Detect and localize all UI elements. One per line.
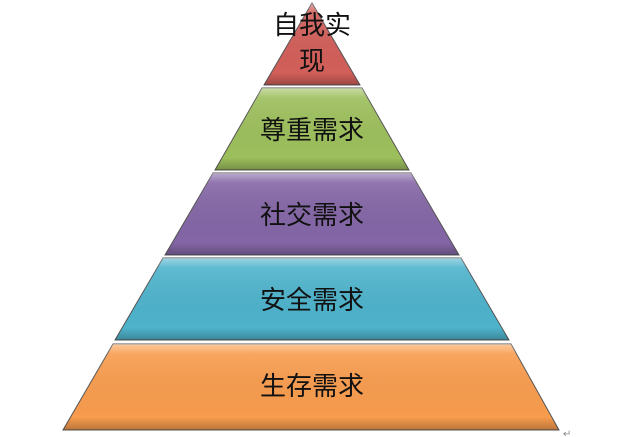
pyramid-level-esteem: 尊重需求 — [214, 87, 410, 171]
level-label-safety: 安全需求 — [260, 286, 364, 316]
level-label-self-actualization-line1: 自我实 — [273, 11, 351, 41]
pyramid-level-self-actualization: 自我实 现 — [263, 2, 361, 86]
pyramid-level-survival: 生存需求 — [62, 343, 560, 431]
level-label-survival: 生存需求 — [260, 372, 364, 402]
level-label-self-actualization-line2: 现 — [299, 47, 325, 77]
pyramid-level-safety: 安全需求 — [114, 257, 510, 341]
pyramid-level-social: 社交需求 — [164, 172, 460, 256]
level-label-esteem: 尊重需求 — [260, 116, 364, 146]
paragraph-mark: ↵ — [563, 429, 571, 437]
level-label-social: 社交需求 — [260, 201, 364, 231]
